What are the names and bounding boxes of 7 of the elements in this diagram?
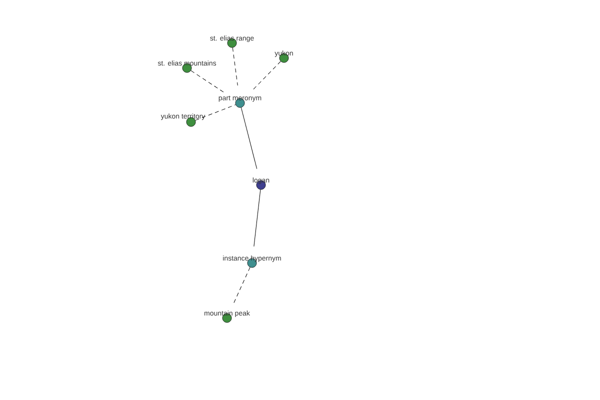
connector-line <box>232 47 238 86</box>
connector-line <box>195 104 236 121</box>
connector-line <box>252 61 281 91</box>
connector-line <box>190 70 226 94</box>
connector-line <box>240 107 258 170</box>
connector-line <box>234 267 250 304</box>
connector-line <box>254 189 261 247</box>
